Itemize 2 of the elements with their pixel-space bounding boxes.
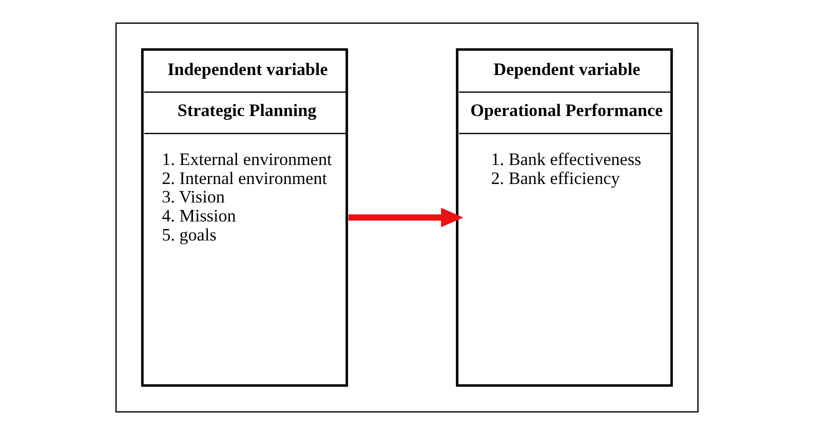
- arrow: [348, 208, 464, 228]
- cluster: [115, 22, 699, 413]
